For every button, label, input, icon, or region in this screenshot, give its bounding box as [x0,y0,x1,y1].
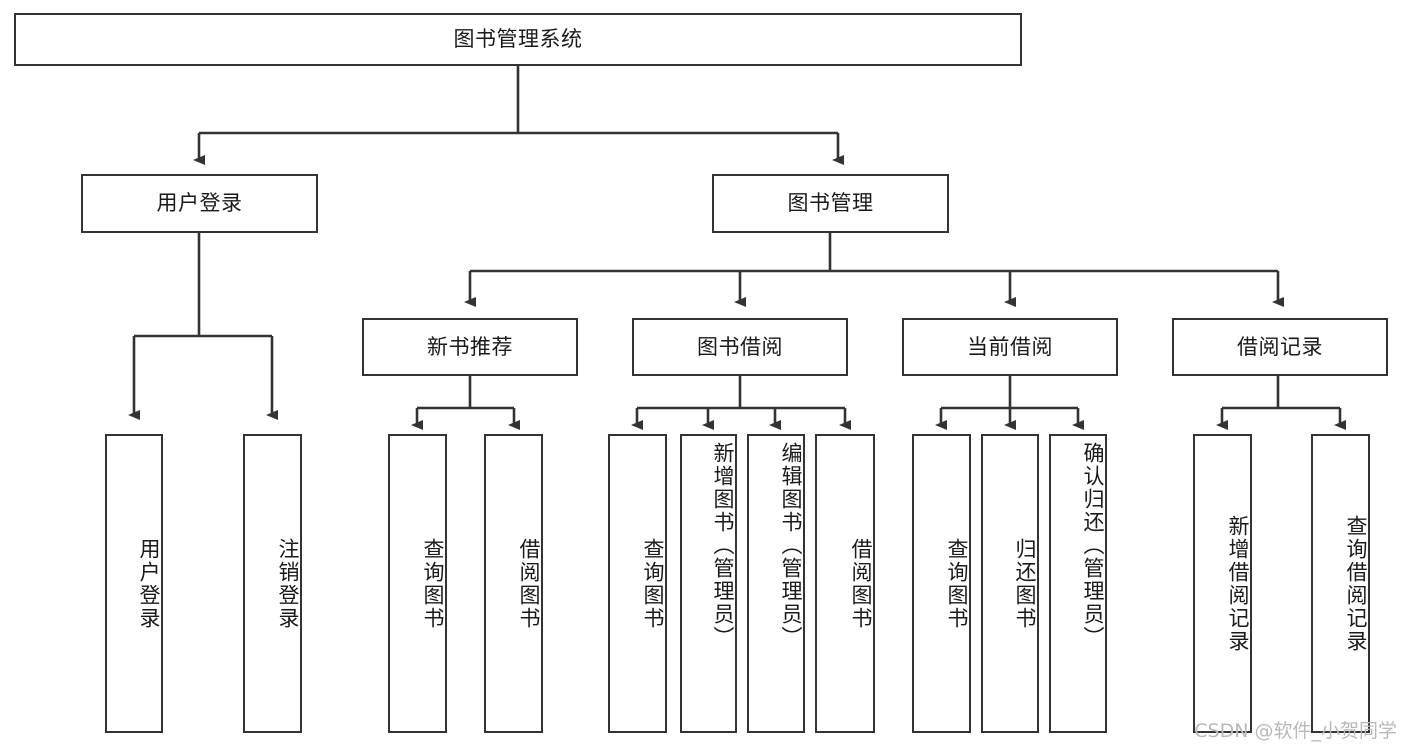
node-current-borrow-label: 当前借阅 [967,334,1053,359]
node-leaf-confirm-return[interactable]: 确认归还（管理员） [1049,434,1107,733]
node-leaf-query-book-2-label: 查询图书 [641,537,665,630]
node-borrow-record[interactable]: 借阅记录 [1172,318,1388,376]
node-leaf-user-login[interactable]: 用户登录 [105,434,163,733]
node-leaf-add-record-label: 新增借阅记录 [1226,514,1250,653]
node-user-login-label: 用户登录 [156,191,243,216]
node-leaf-edit-book[interactable]: 编辑图书（管理员） [747,434,805,733]
node-current-borrow[interactable]: 当前借阅 [902,318,1118,376]
node-book-borrow-label: 图书借阅 [697,334,783,359]
node-root[interactable]: 图书管理系统 [14,13,1022,66]
watermark-text: CSDN @软件_小贺同学 [1194,720,1397,742]
node-leaf-query-book-3-label: 查询图书 [945,537,969,630]
node-book-borrow[interactable]: 图书借阅 [632,318,848,376]
node-leaf-query-book-1[interactable]: 查询图书 [388,434,447,733]
node-leaf-add-record[interactable]: 新增借阅记录 [1193,434,1252,733]
node-leaf-query-record[interactable]: 查询借阅记录 [1311,434,1370,733]
node-leaf-logout[interactable]: 注销登录 [243,434,302,733]
node-new-book-recommend-label: 新书推荐 [427,334,513,359]
node-leaf-query-record-label: 查询借阅记录 [1344,514,1368,653]
node-leaf-return-book[interactable]: 归还图书 [981,434,1039,733]
node-leaf-user-login-label: 用户登录 [137,537,161,630]
node-leaf-logout-label: 注销登录 [276,537,300,630]
node-user-login[interactable]: 用户登录 [81,174,318,233]
node-leaf-query-book-1-label: 查询图书 [421,537,445,630]
node-leaf-borrow-book-1-label: 借阅图书 [517,537,541,630]
node-leaf-edit-book-label: 编辑图书（管理员） [779,442,803,649]
node-leaf-add-book-label: 新增图书（管理员） [711,442,735,649]
node-book-manage[interactable]: 图书管理 [712,174,949,233]
node-leaf-borrow-book-2-label: 借阅图书 [849,537,873,630]
node-leaf-return-book-label: 归还图书 [1013,537,1037,630]
node-leaf-borrow-book-2[interactable]: 借阅图书 [815,434,875,733]
node-leaf-confirm-return-label: 确认归还（管理员） [1081,442,1105,649]
node-leaf-query-book-2[interactable]: 查询图书 [608,434,667,733]
node-new-book-recommend[interactable]: 新书推荐 [362,318,578,376]
node-book-manage-label: 图书管理 [787,191,874,216]
node-leaf-borrow-book-1[interactable]: 借阅图书 [484,434,543,733]
node-leaf-add-book[interactable]: 新增图书（管理员） [680,434,737,733]
node-leaf-query-book-3[interactable]: 查询图书 [912,434,971,733]
node-root-label: 图书管理系统 [453,27,583,52]
node-borrow-record-label: 借阅记录 [1237,334,1323,359]
